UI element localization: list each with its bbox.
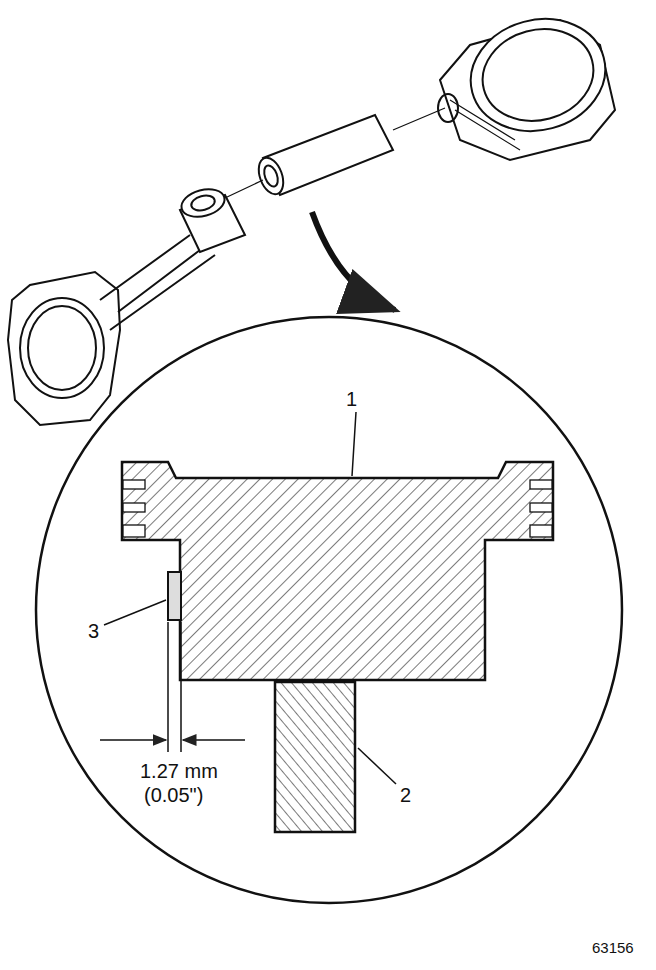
connecting-rod-section	[275, 682, 355, 832]
figure-number: 63156	[590, 940, 636, 957]
ring-grooves	[123, 480, 552, 537]
callout-number: 2	[398, 784, 413, 806]
piston-section	[122, 462, 553, 680]
dimension-value: (0.05")	[142, 784, 205, 806]
detail-circle	[36, 317, 622, 903]
retainer-part	[168, 572, 181, 620]
callout-number: 1	[344, 388, 359, 410]
leaders	[100, 412, 396, 784]
dimension-value: 1.27 mm	[138, 760, 220, 782]
exploded-view	[8, 4, 618, 425]
callout-number: 3	[86, 620, 101, 642]
